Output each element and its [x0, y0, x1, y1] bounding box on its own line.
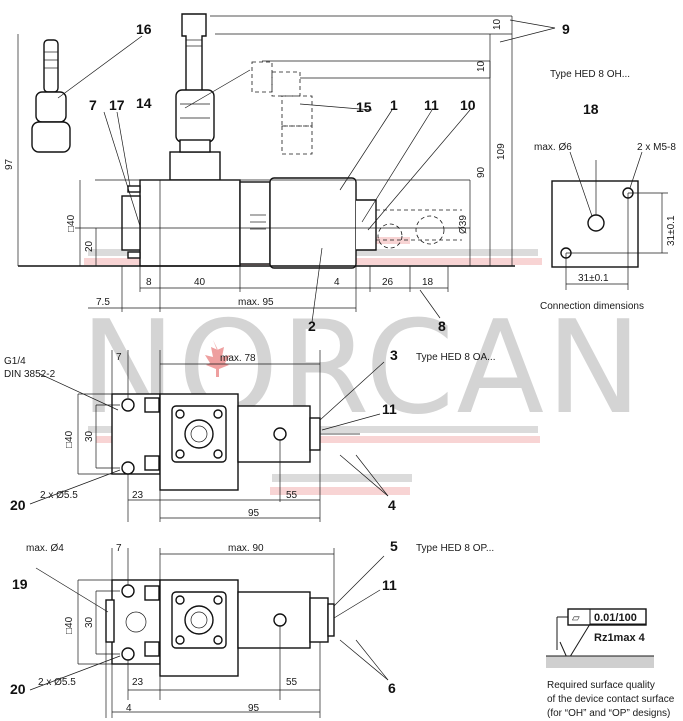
callout-11-top: 11: [424, 97, 439, 113]
callout-7: 7: [89, 97, 97, 113]
oa-port-g14: G1/4: [4, 356, 26, 367]
oa-dim-55: 55: [286, 490, 298, 501]
dim-square-40: □40: [66, 214, 77, 232]
top-view-outline: [17, 13, 556, 323]
callout-10: 10: [460, 97, 476, 113]
callout-18: 18: [583, 101, 599, 117]
conn-max-dia-6: max. Ø6: [534, 142, 572, 153]
op-holes: 2 x Ø5.5: [38, 677, 76, 688]
callout-6: 6: [388, 680, 396, 696]
callout-17: 17: [109, 97, 125, 113]
conn-dim-vertical-31: 31±0.1: [666, 215, 677, 246]
op-max-dia-4: max. Ø4: [26, 543, 64, 554]
type-label-oh: Type HED 8 OH...: [550, 69, 630, 80]
dim-20: 20: [84, 240, 95, 252]
oa-port-din: DIN 3852-2: [4, 369, 56, 380]
oa-dim-95: 95: [248, 508, 260, 519]
dim-10-second: 10: [476, 60, 487, 72]
callout-15: 15: [356, 99, 372, 115]
conn-caption: Connection dimensions: [540, 301, 644, 312]
op-dim-55: 55: [286, 677, 298, 688]
callout-14: 14: [136, 95, 152, 111]
oa-view-outline: [29, 350, 389, 522]
callout-11-op: 11: [382, 577, 397, 593]
surface-note-line2: of the device contact surface: [547, 694, 675, 705]
callout-2: 2: [308, 318, 316, 334]
callout-16: 16: [136, 21, 152, 37]
oa-dim-square-40: □40: [64, 430, 75, 448]
dim-109: 109: [496, 143, 507, 160]
type-label-op: Type HED 8 OP...: [416, 543, 494, 554]
callout-20-oa: 20: [10, 497, 26, 513]
op-view-outline: [29, 548, 389, 718]
callout-20-op: 20: [10, 681, 26, 697]
surface-note-line3: (for “OH” and “OP” designs): [547, 708, 670, 719]
callout-11-oa: 11: [382, 401, 397, 417]
oa-dim-max-78: max. 78: [220, 353, 256, 364]
dim-26: 26: [382, 277, 394, 288]
surface-quality-symbol: [546, 608, 654, 668]
dim-10-top: 10: [492, 18, 503, 30]
op-dim-30: 30: [84, 616, 95, 628]
callout-1: 1: [390, 97, 398, 113]
op-dim-7: 7: [116, 543, 122, 554]
dim-4: 4: [334, 277, 340, 288]
conn-thread-m5: 2 x M5-8: [637, 142, 676, 153]
dim-dia-39: Ø39: [458, 215, 469, 234]
dim-18: 18: [422, 277, 434, 288]
callout-9: 9: [562, 21, 570, 37]
oa-dim-30: 30: [84, 430, 95, 442]
oa-holes: 2 x Ø5.5: [40, 490, 78, 501]
roughness-value: Rz1max 4: [594, 632, 646, 644]
flatness-icon: ▱: [572, 613, 580, 624]
op-dim-4: 4: [126, 703, 132, 714]
callout-3: 3: [390, 347, 398, 363]
op-dim-max-90: max. 90: [228, 543, 264, 554]
callout-19: 19: [12, 576, 28, 592]
dim-max-95: max. 95: [238, 297, 274, 308]
oa-dim-7: 7: [116, 352, 122, 363]
dim-7-5: 7.5: [96, 297, 110, 308]
surface-note-line1: Required surface quality: [547, 680, 655, 691]
connection-pattern: [551, 151, 668, 290]
conn-dim-horizontal-31: 31±0.1: [578, 273, 609, 284]
callout-5: 5: [390, 538, 398, 554]
flatness-value: 0.01/100: [594, 612, 637, 624]
type-label-oa: Type HED 8 OA...: [416, 352, 495, 363]
oa-dim-23: 23: [132, 490, 144, 501]
op-dim-square-40: □40: [64, 616, 75, 634]
op-dim-23: 23: [132, 677, 144, 688]
callout-8: 8: [438, 318, 446, 334]
dim-40: 40: [194, 277, 206, 288]
op-dim-95: 95: [248, 703, 260, 714]
dim-8: 8: [146, 277, 152, 288]
maple-leaf-icon: [205, 340, 230, 377]
callout-4: 4: [388, 497, 396, 513]
dim-97: 97: [4, 158, 15, 170]
dim-90: 90: [476, 166, 487, 178]
